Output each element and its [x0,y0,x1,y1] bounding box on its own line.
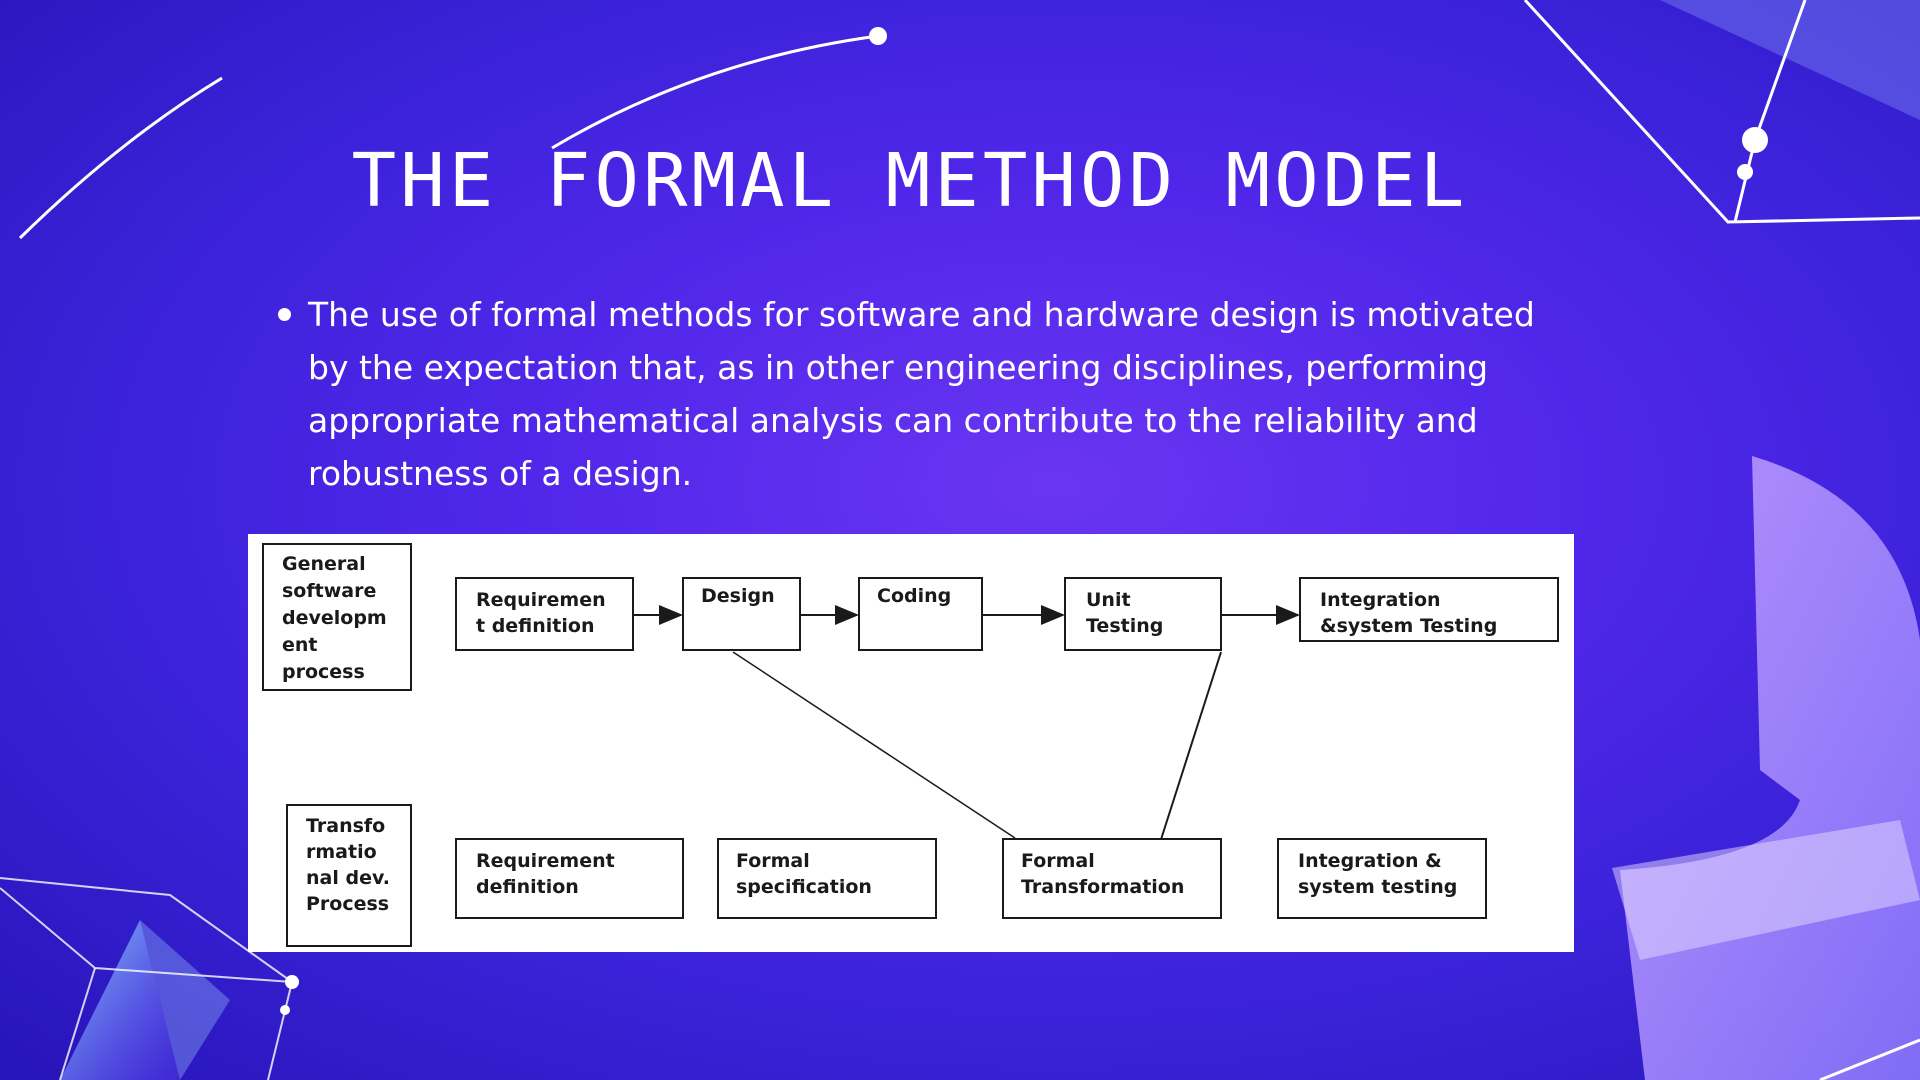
label-line: developm [282,607,387,629]
coding-box: Coding [858,577,983,651]
general-process-label-box: General software developm ent process [262,543,412,691]
integration-system-testing-box: Integration &system Testing [1299,577,1559,642]
svg-text:system testing: system testing [1298,876,1457,898]
svg-text:Formal: Formal [1021,850,1095,872]
transformational-process-label-box: Transfo rmatio nal dev. Process [286,804,412,947]
svg-text:Process: Process [306,893,389,915]
svg-text:Coding: Coding [877,585,951,607]
svg-text:specification: specification [736,876,872,898]
top-right-shard-decoration [1660,0,1920,120]
svg-text:Transformation: Transformation [1021,876,1184,898]
top-right-line-decoration [1523,0,1920,224]
svg-text:t definition: t definition [476,615,594,637]
svg-text:definition: definition [476,876,579,898]
svg-text:Transfo: Transfo [306,815,385,837]
bullet-paragraph: The use of formal methods for software a… [272,288,1572,500]
svg-text:Integration &: Integration & [1298,850,1442,872]
svg-text:Unit: Unit [1086,589,1131,611]
svg-text:Testing: Testing [1086,615,1163,637]
arc-left-decoration [18,76,223,240]
formal-transformation-box: Formal Transformation [1002,838,1222,919]
svg-text:Integration: Integration [1320,589,1441,611]
bottom-requirement-definition-box: Requirement definition [455,838,684,919]
formal-method-diagram: General software developm ent process Re… [248,534,1574,952]
unit-testing-box: Unit Testing [1064,577,1222,651]
svg-text:&system Testing: &system Testing [1320,615,1497,637]
requirement-definition-box: Requiremen t definition [455,577,634,651]
connector-design-to-transformation [732,651,1016,839]
svg-text:Requirement: Requirement [476,850,615,872]
arc-node-decoration [869,27,887,45]
svg-text:Design: Design [701,585,775,607]
svg-text:Requiremen: Requiremen [476,589,606,611]
formal-specification-box: Formal specification [717,838,937,919]
bottom-left-crystal-decoration [60,920,180,1080]
label-line: software [282,580,376,602]
right-ribbon-decoration [1620,456,1920,1080]
label-line: General [282,553,366,575]
connector-testing-to-transformation [1156,651,1222,853]
slide-title: THE FORMAL METHOD MODEL [351,138,1469,224]
label-line: ent [282,634,318,656]
svg-text:rmatio: rmatio [306,841,377,863]
svg-text:Formal: Formal [736,850,810,872]
design-box: Design [682,577,801,651]
bullet-text: The use of formal methods for software a… [308,295,1535,493]
label-line: process [282,661,365,683]
bullet-icon [278,308,291,321]
arc-top-decoration [551,34,879,150]
svg-text:nal dev.: nal dev. [306,867,390,889]
bottom-integration-testing-box: Integration & system testing [1277,838,1487,919]
